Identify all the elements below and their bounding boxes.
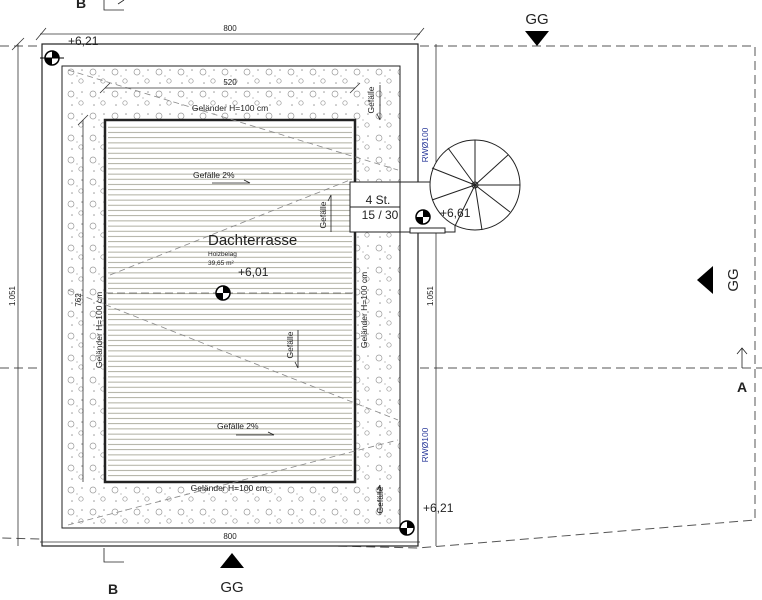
gg-right: GG (725, 268, 742, 291)
dim-depth-left: 1.051 (8, 285, 17, 306)
section-cut-icon (103, 0, 748, 563)
slope-arrow-icon (212, 85, 381, 515)
slope-label: Gefälle (366, 86, 376, 113)
dim-inner-depth: 762 (74, 293, 83, 307)
slope-bottom: Gefälle 2% (217, 421, 259, 431)
gg-bottom: GG (220, 579, 243, 596)
dim-inner-width: 520 (223, 78, 237, 87)
room-area: 39,65 m² (208, 260, 234, 267)
section-a: A (737, 379, 747, 395)
level-terrace: +6,01 (238, 265, 269, 279)
stair (349, 139, 521, 234)
drain-bottom: RWØ100 (420, 427, 430, 462)
slope-lines (67, 69, 399, 526)
level-bottom-right: +6,21 (423, 501, 454, 515)
slope-top: Gefälle 2% (193, 170, 235, 180)
slope-label: Gefälle (318, 201, 328, 228)
dimension-lines (11, 27, 437, 546)
level-marker-icon (40, 50, 431, 536)
gg-triangle-icon (220, 31, 713, 568)
stair-steps: 4 St. (366, 193, 391, 207)
dim-width-top: 800 (223, 24, 237, 33)
slope-label: Gefälle (375, 486, 385, 513)
room-name: Dachterrasse (208, 232, 297, 249)
drain-top: RWØ100 (420, 127, 430, 162)
railing-bottom: Geländer H=100 cm. (191, 483, 270, 493)
section-b-bottom: B (108, 581, 118, 597)
level-top-left: +6,21 (68, 34, 99, 48)
level-stair-landing: +6,61 (440, 206, 471, 220)
railing-right: Geländer H=100 cm (359, 272, 369, 348)
dim-width-bottom: 800 (223, 532, 237, 541)
railing-top: Geländer H=100 cm (192, 103, 268, 113)
slope-label: Gefälle (285, 331, 295, 358)
railing-left: Geländer H=100 cm (94, 292, 104, 368)
dim-depth-right: 1.051 (426, 285, 435, 306)
section-b-top: B (76, 0, 86, 11)
room-floor: Holzbelag (208, 251, 237, 258)
gg-top: GG (525, 11, 548, 28)
stair-ratio: 15 / 30 (362, 208, 399, 222)
